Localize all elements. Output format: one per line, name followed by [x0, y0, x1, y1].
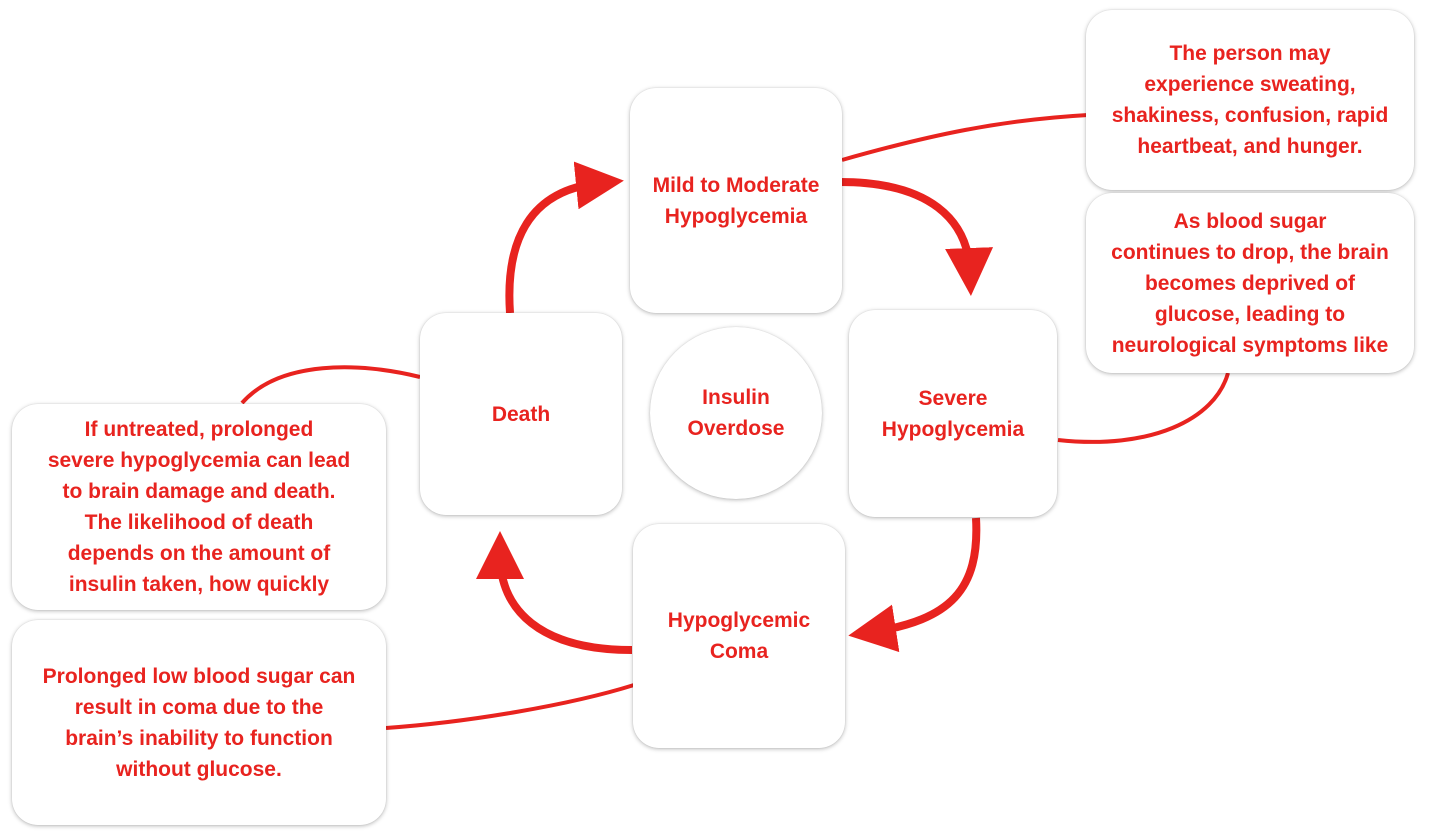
note-line: The likelihood of death	[84, 511, 314, 534]
stage-death: Death	[420, 313, 622, 515]
note-line: continues to drop, the brain	[1111, 240, 1389, 264]
flow-arrow-death-to-mild	[505, 161, 624, 314]
note-line: shakiness, confusion, rapid	[1111, 104, 1389, 127]
note-line: neurological symptoms like	[1111, 333, 1389, 357]
note-line: insulin taken, how quickly	[68, 573, 330, 596]
note-connector-coma	[385, 683, 635, 730]
flow-arrow-severe-to-coma	[848, 517, 981, 653]
note-connector-mild	[841, 113, 1089, 162]
stage-label-line: Hypoglycemic	[667, 609, 811, 632]
center-label-line: Overdose	[687, 417, 785, 440]
stage-label-line: Mild to Moderate	[652, 174, 820, 197]
stage-label-line: Hypoglycemia	[664, 205, 808, 228]
note-coma: Prolonged low blood sugar can result in …	[12, 620, 386, 825]
note-line: severe hypoglycemia can lead	[47, 449, 351, 472]
note-severe-symptoms: As blood sugar continues to drop, the br…	[1086, 193, 1414, 373]
flow-arrow-mild-to-severe	[839, 178, 994, 296]
center-insulin-overdose: Insulin Overdose	[650, 327, 822, 499]
note-line: to brain damage and death.	[62, 480, 336, 503]
note-mild-symptoms: The person may experience sweating, shak…	[1086, 10, 1414, 190]
stage-hypoglycemic-coma: Hypoglycemic Coma	[633, 524, 845, 748]
note-line: brain’s inability to function	[65, 726, 333, 750]
stage-mild-to-moderate-hypoglycemia: Mild to Moderate Hypoglycemia	[630, 88, 842, 313]
note-line: As blood sugar	[1173, 209, 1327, 233]
note-line: becomes deprived of	[1144, 271, 1356, 295]
stage-label-line: Severe	[918, 386, 988, 410]
note-line: depends on the amount of	[67, 542, 331, 565]
note-line: Prolonged low blood sugar can	[42, 664, 356, 688]
note-line: The person may	[1169, 42, 1331, 65]
center-label-line: Insulin	[702, 386, 770, 409]
flow-arrow-coma-to-death	[476, 531, 633, 654]
note-connector-severe	[1057, 372, 1230, 444]
stage-label-line: Coma	[709, 640, 769, 663]
note-line: If untreated, prolonged	[84, 418, 314, 441]
note-line: experience sweating,	[1144, 73, 1356, 96]
note-connector-death	[240, 365, 421, 405]
stage-label-line: Death	[491, 402, 551, 426]
note-line: without glucose.	[116, 757, 282, 781]
note-death: If untreated, prolonged severe hypoglyce…	[12, 404, 386, 610]
note-line: glucose, leading to	[1154, 302, 1346, 326]
stage-severe-hypoglycemia: Severe Hypoglycemia	[849, 310, 1057, 517]
note-line: heartbeat, and hunger.	[1137, 135, 1363, 158]
stage-label-line: Hypoglycemia	[881, 417, 1025, 441]
note-line: result in coma due to the	[74, 695, 324, 719]
